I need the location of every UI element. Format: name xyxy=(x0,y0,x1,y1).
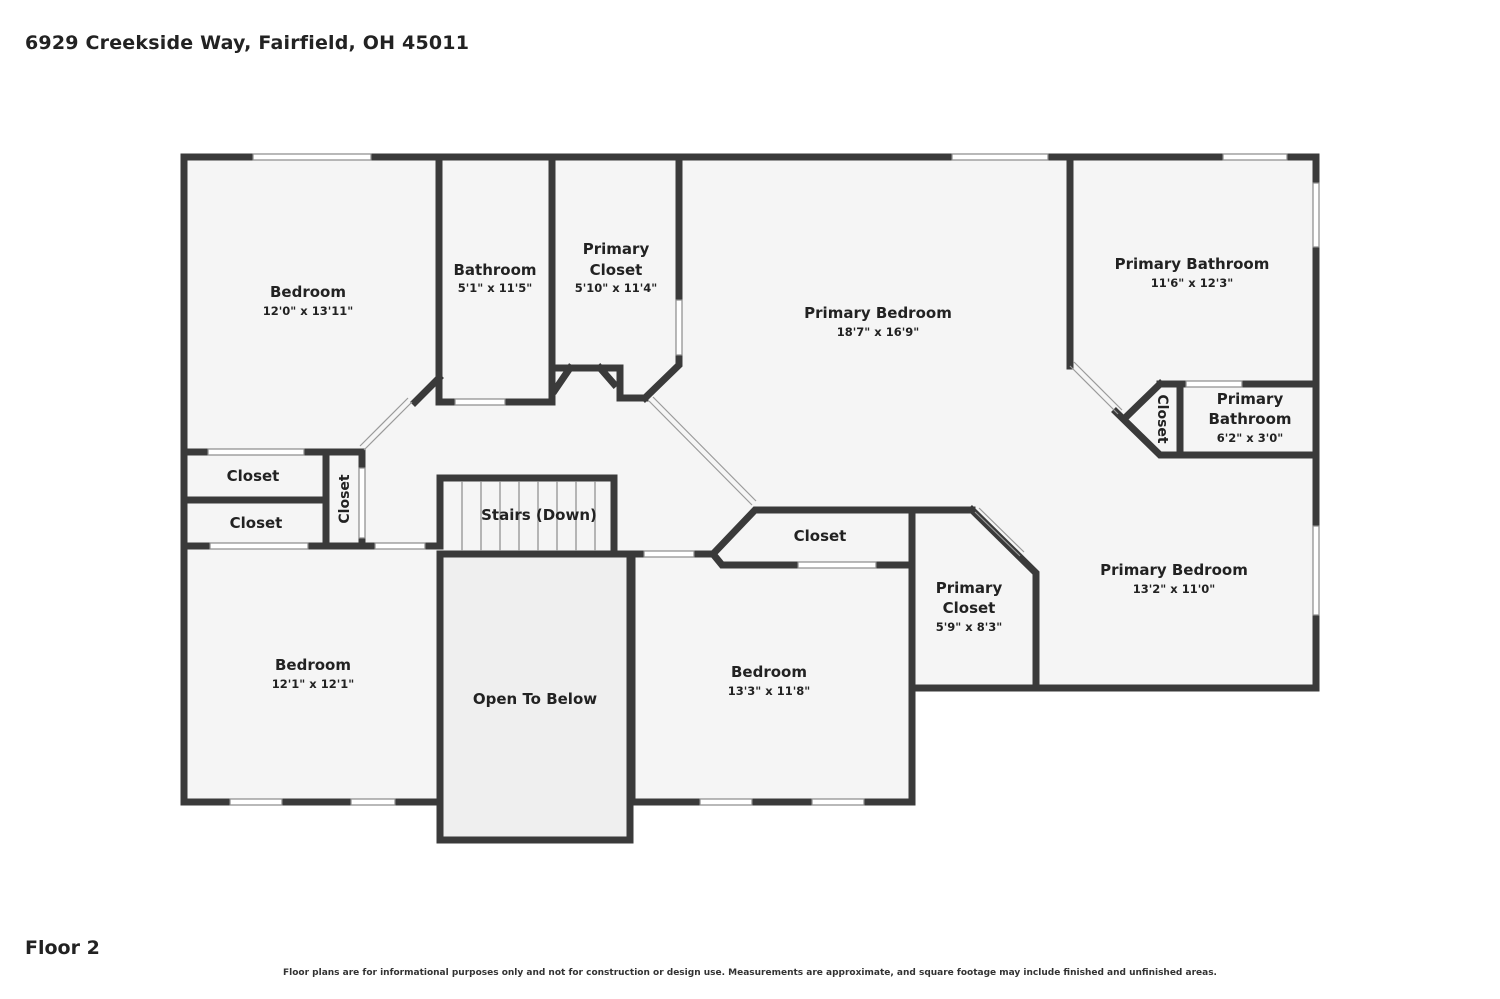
room-name-closet-left-lower: Closet xyxy=(230,514,283,532)
disclaimer-text: Floor plans are for informational purpos… xyxy=(283,968,1217,978)
room-name-closet-left-vertical: Closet xyxy=(337,474,353,524)
room-dims-bedroom-nw: 12'0" x 13'11" xyxy=(263,304,353,318)
room-name-primary-bathroom-small-1: Primary xyxy=(1217,390,1284,408)
room-name-primary-bathroom: Primary Bathroom xyxy=(1115,255,1270,273)
room-name-closet-center: Closet xyxy=(794,527,847,545)
room-name-stairs: Stairs (Down) xyxy=(481,506,597,524)
room-name-primary-closet-top-2: Closet xyxy=(590,261,643,279)
room-name-primary-bathroom-small-2: Bathroom xyxy=(1208,410,1291,428)
room-dims-bedroom-sw: 12'1" x 12'1" xyxy=(272,677,354,691)
room-name-bathroom: Bathroom xyxy=(453,261,536,279)
room-name-open-to-below: Open To Below xyxy=(473,690,597,708)
room-dims-bedroom-s: 13'3" x 11'8" xyxy=(728,684,810,698)
windows xyxy=(207,153,1320,806)
room-name-primary-closet-lower-2: Closet xyxy=(943,599,996,617)
floor-label: Floor 2 xyxy=(25,937,100,959)
room-name-closet-small-vertical: Closet xyxy=(1154,394,1170,444)
room-dims-bathroom: 5'1" x 11'5" xyxy=(458,281,532,295)
room-dims-primary-bedroom-lower: 13'2" x 11'0" xyxy=(1133,582,1215,596)
room-dims-primary-closet-top: 5'10" x 11'4" xyxy=(575,281,657,295)
room-name-closet-left-upper: Closet xyxy=(227,467,280,485)
room-name-bedroom-sw: Bedroom xyxy=(275,656,351,674)
room-name-primary-bedroom-main: Primary Bedroom xyxy=(804,304,952,322)
openings xyxy=(359,361,1123,557)
room-dims-primary-bathroom-small: 6'2" x 3'0" xyxy=(1217,431,1283,445)
property-address: 6929 Creekside Way, Fairfield, OH 45011 xyxy=(25,32,470,54)
room-dims-primary-closet-lower: 5'9" x 8'3" xyxy=(936,620,1002,634)
room-name-bedroom-s: Bedroom xyxy=(731,663,807,681)
stair-treads xyxy=(461,481,596,551)
room-name-primary-closet-top-1: Primary xyxy=(583,240,650,258)
room-dims-primary-bedroom-main: 18'7" x 16'9" xyxy=(837,325,919,339)
room-name-primary-bedroom-lower: Primary Bedroom xyxy=(1100,561,1248,579)
room-name-primary-closet-lower-1: Primary xyxy=(936,579,1003,597)
room-dims-primary-bathroom: 11'6" x 12'3" xyxy=(1151,276,1233,290)
room-name-bedroom-nw: Bedroom xyxy=(270,283,346,301)
open-to-below-area xyxy=(442,556,630,840)
